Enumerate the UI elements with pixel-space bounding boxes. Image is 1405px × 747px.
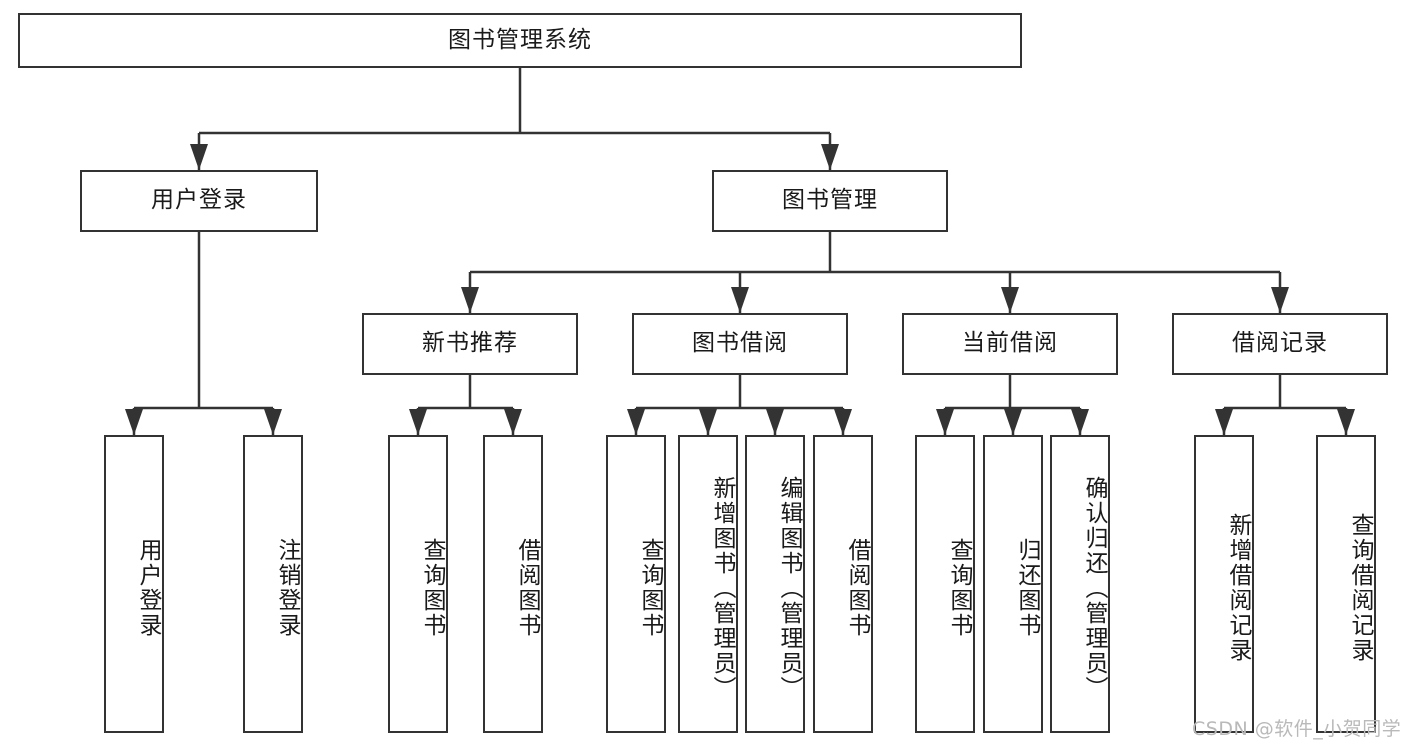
arrow-head-icon (1215, 409, 1233, 435)
arrow-head-icon (936, 409, 954, 435)
node-root[interactable]: 图书管理系统 (18, 13, 1022, 68)
arrow-head-icon (627, 409, 645, 435)
arrow-head-icon (1337, 409, 1355, 435)
arrow-head-icon (766, 409, 784, 435)
arrow-head-icon (699, 409, 717, 435)
arrow-head-icon (1001, 287, 1019, 313)
node-label: 图书借阅 (692, 330, 788, 357)
node-leaf2[interactable]: 注销登录 (243, 435, 303, 733)
node-label: 查询图书 (946, 538, 972, 638)
node-label: 编辑图书（管理员） (776, 475, 802, 701)
node-leaf4[interactable]: 借阅图书 (483, 435, 543, 733)
node-leaf10[interactable]: 归还图书 (983, 435, 1043, 733)
node-label: 新增图书（管理员） (709, 475, 735, 701)
node-label: 借阅图书 (844, 538, 870, 638)
arrow-head-icon (731, 287, 749, 313)
arrow-head-icon (1271, 287, 1289, 313)
node-label: 用户登录 (135, 538, 161, 638)
node-current[interactable]: 当前借阅 (902, 313, 1118, 375)
node-label: 用户登录 (151, 187, 247, 214)
node-newbook[interactable]: 新书推荐 (362, 313, 578, 375)
node-leaf9[interactable]: 查询图书 (915, 435, 975, 733)
node-label: 图书管理 (782, 187, 878, 214)
node-label: 查询借阅记录 (1347, 513, 1373, 663)
node-label: 新书推荐 (422, 330, 518, 357)
node-leaf12[interactable]: 新增借阅记录 (1194, 435, 1254, 733)
arrow-head-icon (821, 144, 839, 170)
arrow-head-icon (1004, 409, 1022, 435)
node-label: 新增借阅记录 (1225, 513, 1251, 663)
node-leaf7[interactable]: 编辑图书（管理员） (745, 435, 805, 733)
node-leaf11[interactable]: 确认归还（管理员） (1050, 435, 1110, 733)
node-label: 查询图书 (419, 538, 445, 638)
arrow-head-icon (1071, 409, 1089, 435)
node-leaf6[interactable]: 新增图书（管理员） (678, 435, 738, 733)
arrow-head-icon (461, 287, 479, 313)
node-label: 注销登录 (274, 538, 300, 638)
node-label: 查询图书 (637, 538, 663, 638)
node-leaf13[interactable]: 查询借阅记录 (1316, 435, 1376, 733)
watermark: CSDN @软件_小贺同学 (1192, 718, 1402, 740)
arrow-head-icon (264, 409, 282, 435)
node-leaf3[interactable]: 查询图书 (388, 435, 448, 733)
node-label: 归还图书 (1014, 538, 1040, 638)
node-label: 借阅记录 (1232, 330, 1328, 357)
arrow-head-icon (125, 409, 143, 435)
node-label: 当前借阅 (962, 330, 1058, 357)
arrow-head-icon (190, 144, 208, 170)
arrow-head-icon (504, 409, 522, 435)
arrow-head-icon (409, 409, 427, 435)
node-records[interactable]: 借阅记录 (1172, 313, 1388, 375)
node-login[interactable]: 用户登录 (80, 170, 318, 232)
node-label: 图书管理系统 (448, 26, 592, 53)
arrow-head-icon (834, 409, 852, 435)
node-leaf8[interactable]: 借阅图书 (813, 435, 873, 733)
node-leaf1[interactable]: 用户登录 (104, 435, 164, 733)
node-leaf5[interactable]: 查询图书 (606, 435, 666, 733)
node-label: 借阅图书 (514, 538, 540, 638)
node-bookmgmt[interactable]: 图书管理 (712, 170, 948, 232)
node-borrow[interactable]: 图书借阅 (632, 313, 848, 375)
node-label: 确认归还（管理员） (1081, 475, 1107, 701)
